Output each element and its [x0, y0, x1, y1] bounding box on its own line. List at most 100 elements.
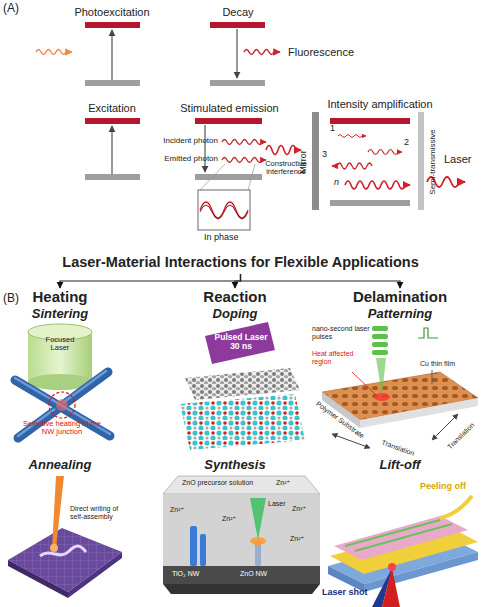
label-text: (A)	[3, 2, 19, 15]
label-text: Cu thin film	[420, 360, 455, 368]
pulse	[372, 334, 388, 339]
pulse	[372, 326, 388, 331]
label-text: Emitted photon	[148, 155, 218, 164]
node-text: Reaction	[203, 289, 266, 306]
substrate-side	[68, 552, 122, 598]
transition-arrow	[111, 126, 112, 174]
label-text: Heat affected region	[312, 350, 367, 365]
leader-line	[432, 370, 433, 384]
excited-level	[195, 118, 262, 124]
device-layer	[334, 516, 468, 560]
label-text: ZnO NW	[240, 570, 267, 578]
label-text: ZnO precursor solution	[182, 479, 253, 487]
polymer-substrate	[360, 398, 478, 428]
nanowire	[18, 371, 106, 436]
inset-box	[198, 190, 250, 230]
excited-level	[85, 118, 140, 124]
precursor-solution	[163, 494, 320, 566]
label-text: Zn²⁺	[170, 506, 184, 514]
label-text: Decay	[212, 6, 264, 18]
laser-shot	[382, 568, 400, 607]
nanowire	[15, 380, 110, 436]
branch-connector	[241, 274, 401, 288]
ground-level	[85, 174, 140, 180]
label-text: Translation	[446, 421, 476, 451]
substrate	[8, 528, 122, 592]
label-text: Laser shot	[322, 588, 368, 598]
amplified-wave	[266, 146, 301, 155]
label-text: Polymer Substrate	[314, 400, 365, 440]
zoom-line	[200, 164, 225, 190]
laser-pulse	[205, 322, 275, 364]
laser-beam	[376, 358, 386, 395]
solution-top	[163, 476, 320, 494]
label-text: Incident photon	[148, 137, 218, 146]
transition-arrow	[236, 29, 237, 78]
laser-beam	[52, 476, 64, 548]
label-text: 2	[404, 138, 409, 148]
photon-wave	[338, 135, 366, 138]
ground-level	[85, 80, 140, 86]
label-text: Synthesis	[185, 458, 285, 472]
label-text: Selective heating at the NW junction	[22, 420, 102, 437]
label-text: Patterning	[350, 307, 450, 321]
sine-curve	[200, 202, 248, 218]
label-text: Peeling off	[420, 482, 466, 492]
branch-connector	[60, 274, 241, 288]
laser-cone	[250, 498, 266, 540]
ground-level	[210, 80, 265, 86]
sine-curve	[200, 205, 248, 219]
substrate-side	[8, 560, 68, 598]
category-box: Delamination	[345, 288, 455, 306]
photon-wave	[222, 158, 266, 163]
junction-circle	[49, 392, 75, 418]
ground-level	[330, 200, 410, 206]
label-text: Lift-off	[350, 458, 450, 472]
node-text: Heating	[32, 289, 87, 306]
pulse	[372, 342, 388, 347]
translation-arrow	[332, 434, 370, 448]
leader-line	[352, 372, 376, 395]
label-text: Excitation	[62, 102, 162, 114]
label-text: 3	[322, 150, 327, 160]
category-box: Reaction	[185, 288, 285, 306]
label-text: Zn²⁺	[276, 479, 290, 487]
crystal-lattice	[180, 394, 305, 450]
excited-level	[210, 22, 265, 28]
label-text: Zn²⁺	[290, 535, 304, 543]
label-text: Intensity amplification	[315, 98, 445, 110]
label-text: Doping	[185, 307, 285, 321]
label-text: Pulsed Laser 30 ns	[214, 333, 268, 352]
laser-spot	[250, 537, 266, 545]
photon-wave	[244, 50, 280, 55]
label-text: nano-second laser pulses	[312, 325, 370, 340]
label-text: Photoexcitation	[62, 6, 162, 18]
heading-band: Laser-Material Interactions for Flexible…	[3, 252, 478, 274]
mirror	[312, 112, 319, 210]
label-text: Zn²⁺	[222, 515, 236, 523]
label-text: Semi-transmissive	[429, 129, 438, 194]
zoom-line	[248, 164, 255, 190]
peeling-flap	[440, 496, 472, 518]
label-text: Focused Laser	[41, 336, 79, 353]
semi-mirror	[418, 112, 424, 210]
branch-connector	[235, 274, 241, 288]
label-text: Direct writing of self-assembly	[70, 505, 132, 520]
photon-wave	[222, 140, 266, 145]
label-text: In phase	[204, 233, 239, 243]
device-stripe	[355, 524, 452, 551]
excited-level	[85, 22, 140, 28]
label-text: Translation	[381, 439, 416, 458]
label-text: Sintering	[10, 307, 110, 321]
photon-wave	[332, 163, 372, 169]
category-box: Heating	[20, 288, 100, 306]
written-line	[40, 546, 86, 556]
photon-wave	[345, 181, 410, 189]
node-text: Delamination	[353, 289, 447, 306]
tio2-nanowire	[190, 526, 197, 566]
label-text: Laser	[444, 153, 472, 165]
laser-spot	[50, 544, 58, 552]
label-text: 1	[330, 124, 335, 134]
pulse	[372, 350, 388, 355]
